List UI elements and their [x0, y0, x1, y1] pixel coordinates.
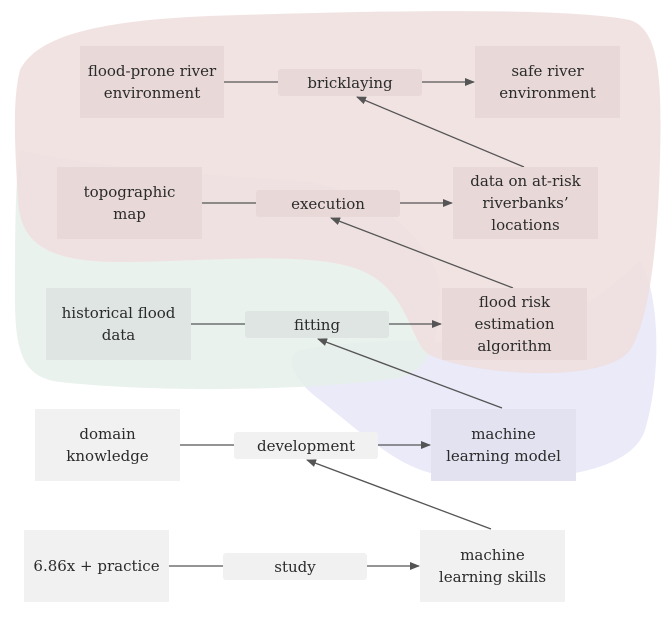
process-execution: execution	[256, 190, 400, 217]
arrow-ml-skills-to-development	[306, 459, 492, 530]
node-machine-learning-skills: machine learning skills	[420, 530, 565, 602]
process-bricklaying: bricklaying	[278, 69, 422, 96]
node-machine-learning-model: machine learning model	[431, 409, 576, 481]
node-domain-knowledge: domain knowledge	[35, 409, 180, 481]
arrow-at-risk-to-bricklaying	[356, 96, 525, 168]
node-historical-flood-data: historical flood data	[46, 288, 191, 360]
node-flood-risk-algorithm: flood risk estimation algorithm	[442, 288, 587, 360]
node-topographic-map: topographic map	[57, 167, 202, 239]
arrow-risk-algo-to-execution	[330, 217, 514, 289]
process-study: study	[223, 553, 367, 580]
process-fitting: fitting	[245, 311, 389, 338]
node-at-risk-riverbank-data: data on at-risk riverbanks’ locations	[453, 167, 598, 239]
node-flood-prone-river-environment: flood-prone river environment	[80, 46, 224, 118]
process-development: development	[234, 432, 378, 459]
node-safe-river-environment: safe river environment	[475, 46, 620, 118]
arrow-ml-model-to-fitting	[317, 338, 503, 409]
node-course-practice: 6.86x + practice	[24, 530, 169, 602]
